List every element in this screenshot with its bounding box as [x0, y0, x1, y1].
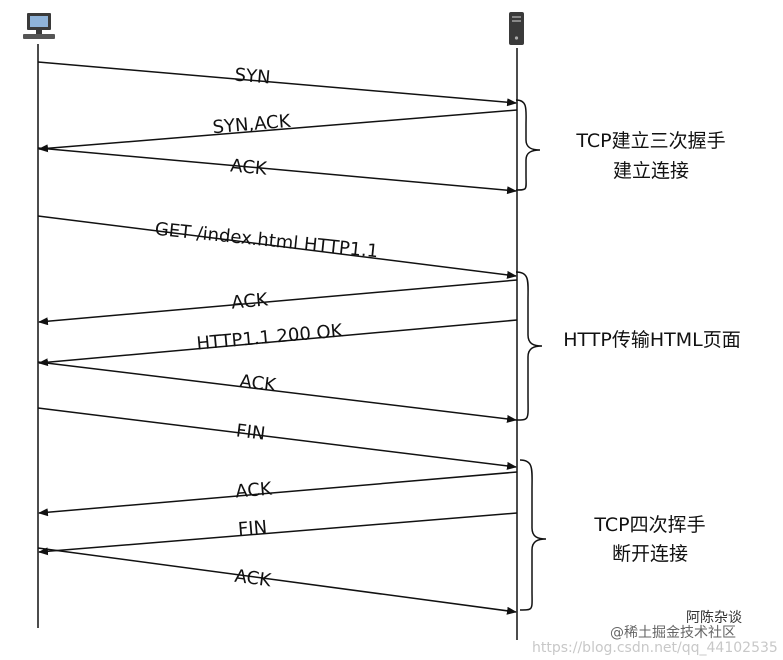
message-syn: SYN [37, 61, 517, 107]
phase-label-transfer: HTTP传输HTML页面 [563, 329, 741, 351]
phase-label-teardown-sub: 断开连接 [612, 543, 688, 565]
message-fin-server: FIN [38, 512, 518, 556]
message-ack-response: ACK [37, 361, 517, 423]
phase-label-teardown: TCP四次挥手 [593, 514, 705, 536]
svg-text:FIN: FIN [235, 420, 266, 444]
phase-label-handshake: TCP建立三次握手 [575, 130, 725, 152]
desktop-computer-icon [23, 13, 55, 39]
message-ack-request: ACK [38, 279, 518, 326]
message-ack-handshake: ACK [37, 147, 517, 195]
brace-teardown [519, 459, 547, 611]
message-ack-final: ACK [37, 547, 517, 615]
brace-transfer [515, 271, 543, 421]
server-tower-icon [509, 12, 524, 45]
watermark-brand: @稀土掘金技术社区 [610, 625, 736, 641]
brace-handshake [515, 99, 541, 191]
watermark-url: https://blog.csdn.net/qq_44102535 [532, 640, 778, 656]
svg-text:ACK: ACK [230, 289, 269, 313]
svg-text:ACK: ACK [238, 371, 278, 396]
phase-label-handshake-sub: 建立连接 [613, 160, 689, 182]
message-fin-client: FIN [37, 407, 517, 470]
svg-text:SYN,ACK: SYN,ACK [212, 111, 293, 138]
svg-text:GET /index.html HTTP1.1: GET /index.html HTTP1.1 [154, 219, 379, 263]
svg-text:ACK: ACK [229, 155, 268, 179]
watermark-overlay: 阿陈杂谈 [686, 609, 742, 626]
message-http-response: HTTP1.1 200 OK [38, 319, 518, 367]
svg-text:ACK: ACK [235, 478, 274, 502]
message-ack-fin: ACK [38, 471, 518, 517]
svg-text:SYN: SYN [234, 65, 272, 89]
svg-text:ACK: ACK [233, 566, 273, 592]
message-syn-ack: SYN,ACK [38, 109, 518, 153]
svg-text:FIN: FIN [237, 517, 268, 540]
message-get-request: GET /index.html HTTP1.1 [37, 215, 517, 279]
svg-text:HTTP1.1 200 OK: HTTP1.1 200 OK [196, 320, 345, 354]
